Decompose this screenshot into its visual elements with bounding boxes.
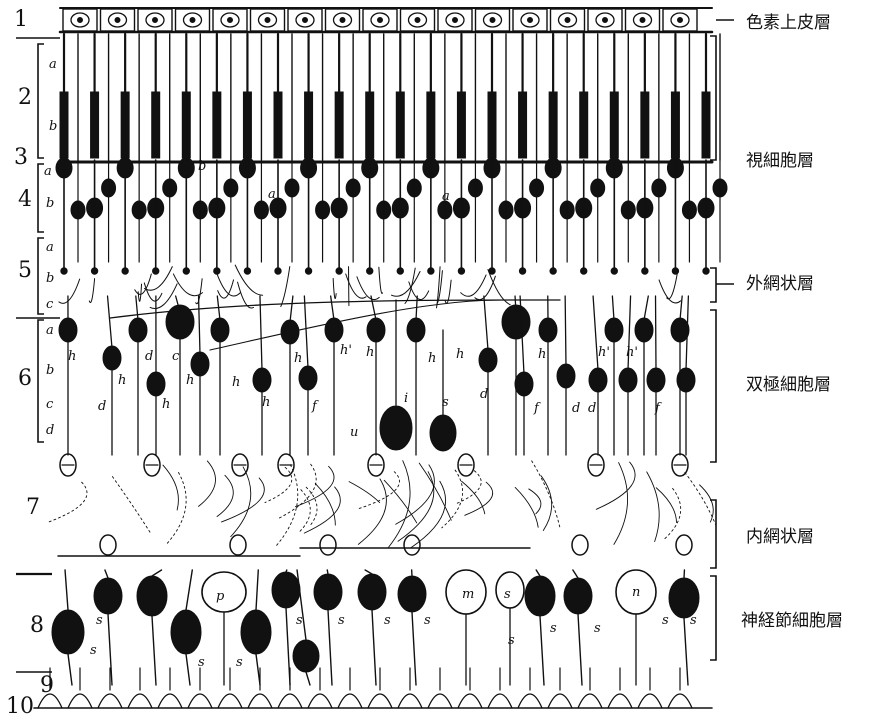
sublayer-2a: a [49, 57, 57, 72]
cell-label: s [662, 613, 669, 628]
cell-label: s [504, 587, 511, 602]
cell-label: n [632, 585, 640, 600]
cell-label: s [338, 613, 345, 628]
cell-label: i [404, 391, 408, 406]
cell-label: s [198, 655, 205, 670]
layer-number-1: 1 [14, 7, 28, 32]
layer-name-photoreceptor: 視細胞層 [746, 151, 814, 171]
cell-label: s [384, 613, 391, 628]
layer-name-pigment-epithelium: 色素上皮層 [746, 13, 831, 33]
cell-label: d [572, 401, 580, 416]
layer-number-3: 3 [14, 145, 28, 170]
ganglion-cells [52, 570, 699, 685]
cell-label: m [462, 587, 474, 602]
inner-limiting-membrane [34, 668, 712, 708]
cell-label: h' [626, 345, 638, 360]
cell-label: s [442, 395, 449, 410]
sublayer-6d: d [46, 423, 54, 438]
layer-number-2: 2 [18, 85, 32, 110]
cell-label: s [236, 655, 243, 670]
cell-label: a [442, 189, 450, 204]
layer-name-bipolar: 双極細胞層 [746, 375, 831, 395]
layer-number-5: 5 [18, 258, 32, 283]
cell-label: s [594, 621, 601, 636]
sublayer-6c: c [46, 397, 54, 412]
layer-number-4: 4 [18, 187, 32, 212]
layer-numbers: 1 2 3 4 5 6 7 8 9 10 [6, 7, 54, 716]
sublayer-5c: c [46, 297, 54, 312]
cell-label: f [654, 401, 662, 416]
cell-label: s [90, 643, 97, 658]
cell-label: d [145, 349, 153, 364]
cell-label: f [311, 399, 319, 414]
cell-label: h [68, 349, 76, 364]
cell-label: s [424, 613, 431, 628]
bipolar-cells [59, 296, 695, 455]
cell-label: s [550, 621, 557, 636]
cell-label: h' [598, 345, 610, 360]
cell-label: u [350, 425, 358, 440]
layer-name-ganglion: 神経節細胞層 [741, 611, 843, 631]
cell-label: h [262, 395, 270, 410]
cell-label: h [366, 345, 374, 360]
layer-name-outer-plexiform: 外網状層 [746, 274, 814, 294]
cell-label: d [98, 399, 106, 414]
pigment-epithelium [60, 8, 712, 32]
cell-label: b [198, 159, 206, 174]
cell-label: h' [340, 343, 352, 358]
cell-label: h [538, 347, 546, 362]
layer-number-6: 6 [18, 366, 32, 391]
sublayer-letters: a b a b a b c a b c d [44, 57, 57, 438]
sublayer-4b: b [46, 196, 54, 211]
layer-number-8: 8 [30, 613, 44, 638]
cell-label: h [428, 351, 436, 366]
cell-label: a [268, 187, 276, 202]
sublayer-2b: b [49, 119, 57, 134]
cell-label: p [216, 589, 225, 604]
inner-plexiform-tangle [47, 454, 716, 556]
cell-label: f [533, 401, 541, 416]
cell-label: h [232, 375, 240, 390]
layer-name-inner-plexiform: 内網状層 [746, 527, 814, 547]
layer-names: 色素上皮層 視細胞層 外網状層 双極細胞層 内網状層 神経節細胞層 [741, 13, 843, 631]
cell-label: h [162, 397, 170, 412]
sublayer-4a: a [44, 164, 52, 179]
cell-label: s [96, 613, 103, 628]
sublayer-6a: a [46, 323, 54, 338]
layer-number-10: 10 [6, 694, 34, 716]
cell-label: b [546, 163, 554, 178]
cell-label: d [588, 401, 596, 416]
cell-label: d [480, 387, 488, 402]
layer-number-9: 9 [40, 673, 54, 698]
photoreceptors [56, 34, 727, 274]
sublayer-6b: b [46, 363, 54, 378]
cell-label: h [294, 351, 302, 366]
sublayer-5a: a [46, 240, 54, 255]
sublayer-5b: b [46, 271, 54, 286]
cell-label: b [370, 163, 378, 178]
cell-label: c [172, 349, 180, 364]
retina-cell-drawing [34, 8, 727, 708]
cell-label: s [296, 613, 303, 628]
layer-number-7: 7 [26, 495, 40, 520]
cell-label: h [456, 347, 464, 362]
cell-label: h [186, 373, 194, 388]
cell-label: h [118, 373, 126, 388]
cell-label: s [690, 613, 697, 628]
cell-label: s [508, 633, 515, 648]
